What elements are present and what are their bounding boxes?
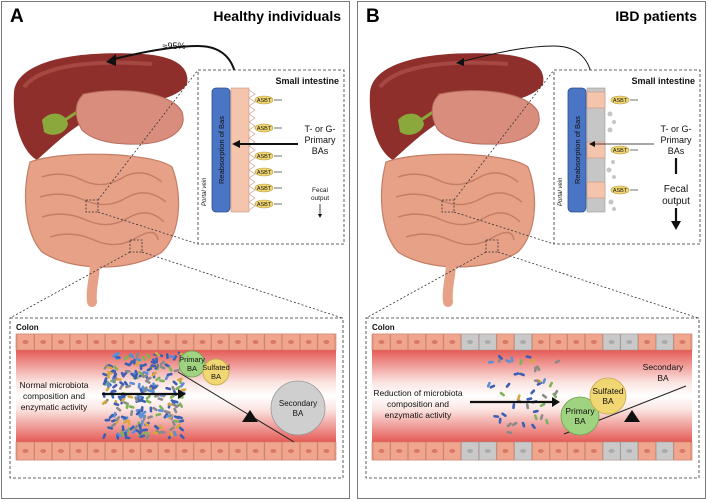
primary-ba-bubble <box>178 350 206 378</box>
asbt-label: ASBT <box>613 188 628 194</box>
reabsorption-label: Reabsorption of Bas <box>217 116 226 184</box>
primary-ba-bubble <box>560 396 600 436</box>
asbt-transporter <box>254 123 274 133</box>
asbt-transporter <box>610 95 630 105</box>
asbt-label: ASBT <box>257 154 272 160</box>
asbt-label: ASBT <box>257 202 272 208</box>
microbiota-line-1: Reduction of microbiota <box>373 388 463 398</box>
secondary-ba-line-2: BA <box>657 373 669 383</box>
small-intestine-label: Small intestine <box>631 76 695 86</box>
primary-ba-line-1: T- or G- <box>305 124 336 134</box>
secondary-ba-line-1: Secondary <box>279 399 317 408</box>
asbt-label: ASBT <box>613 148 628 154</box>
fecal-output-line-1: Fecal <box>664 184 688 195</box>
sulfated-ba-line-1: Sulfated <box>592 386 623 396</box>
colon-label: Colon <box>372 323 395 332</box>
sulfated-ba-line-2: BA <box>211 372 221 381</box>
secondary-ba-bubble <box>270 380 326 436</box>
stomach-illustration <box>431 90 540 145</box>
recycle-percent: ≈95% <box>163 41 186 51</box>
asbt-label: ASBT <box>257 186 272 192</box>
asbt-transporter <box>254 167 274 177</box>
primary-ba-line-2: Primary <box>661 135 692 145</box>
asbt-label: ASBT <box>613 98 628 104</box>
fecal-output-line-1: Fecal <box>312 187 328 194</box>
asbt-transporter <box>254 199 274 209</box>
primary-ba-line-2: BA <box>187 364 197 373</box>
stomach-illustration <box>75 90 184 145</box>
primary-ba-line-3: BAs <box>668 146 685 156</box>
microbiota-line-2: composition and <box>387 399 449 409</box>
sulfated-ba-bubble <box>589 377 627 415</box>
portal-vein-bar <box>211 87 231 213</box>
fulcrum-triangle <box>624 410 640 422</box>
healthy-diagram: ≈95% Small intestine Reabsorption of Bas… <box>9 41 345 479</box>
damaged-epithelium-cells <box>586 87 616 213</box>
sulfated-ba-bubble <box>202 358 230 386</box>
microbiota-line-2: composition and <box>23 391 85 401</box>
sulfated-ba-line-2: BA <box>602 396 614 406</box>
primary-ba-line-1: Primary <box>565 406 595 416</box>
colon-label: Colon <box>16 323 39 332</box>
portal-vein-label: Portal vein <box>558 177 564 206</box>
small-intestine-label: Small intestine <box>275 76 339 86</box>
primary-ba-line-2: BA <box>574 416 586 426</box>
reabsorption-label: Reabsorption of Bas <box>573 116 582 184</box>
primary-ba-line-3: BAs <box>312 146 329 156</box>
epithelium-cells <box>230 87 256 213</box>
panel-letter: B <box>366 6 380 27</box>
microbiota-line-3: enzymatic activity <box>21 402 88 412</box>
asbt-transporter <box>254 151 274 161</box>
asbt-label: ASBT <box>257 170 272 176</box>
intestine-illustration <box>380 153 536 307</box>
portal-vein-bar <box>567 87 587 213</box>
secondary-ba-line-2: BA <box>293 409 304 418</box>
asbt-transporter <box>610 145 630 155</box>
asbt-transporter <box>610 185 630 195</box>
colon-cells-bottom <box>372 441 692 461</box>
panel-title: Healthy individuals <box>213 8 341 24</box>
ibd-diagram: Small intestine Reabsorption of Bas Port… <box>365 45 701 479</box>
asbt-transporter <box>254 95 274 105</box>
primary-ba-line-1: T- or G- <box>661 124 692 134</box>
asbt-transporters: ASBT ASBT ASBT <box>610 95 638 195</box>
panel-ibd: B IBD patients Small intestine Reabsorpt… <box>357 1 706 499</box>
asbt-label: ASBT <box>257 126 272 132</box>
portal-vein-label: Portal vein <box>202 177 208 206</box>
asbt-transporters: ASBT ASBT ASBT ASBT ASBT ASBT <box>254 95 282 209</box>
colon-cells-top <box>372 333 692 351</box>
intestine-illustration <box>24 153 180 307</box>
panel-letter: A <box>10 6 24 27</box>
sulfated-ba-line-1: Sulfated <box>202 363 230 372</box>
fecal-output-line-2: output <box>311 195 329 202</box>
fecal-output-line-2: output <box>662 196 690 207</box>
secondary-ba-line-1: Secondary <box>643 362 684 372</box>
colon-cells-top <box>16 333 336 351</box>
gallbladder-illustration <box>398 113 424 135</box>
microbiota-cluster <box>101 351 187 441</box>
primary-ba-line-2: Primary <box>305 135 336 145</box>
asbt-transporter <box>254 183 274 193</box>
primary-ba-line-1: Primary <box>179 355 205 364</box>
microbiota-line-3: enzymatic activity <box>385 410 452 420</box>
asbt-label: ASBT <box>257 98 272 104</box>
gallbladder-illustration <box>42 113 68 135</box>
microbiota-line-1: Normal microbiota <box>20 380 89 390</box>
panel-healthy: A Healthy individuals ≈95% <box>1 1 350 499</box>
colon-cells-bottom <box>16 441 336 461</box>
fulcrum-triangle <box>242 410 258 422</box>
panel-title: IBD patients <box>615 8 697 24</box>
